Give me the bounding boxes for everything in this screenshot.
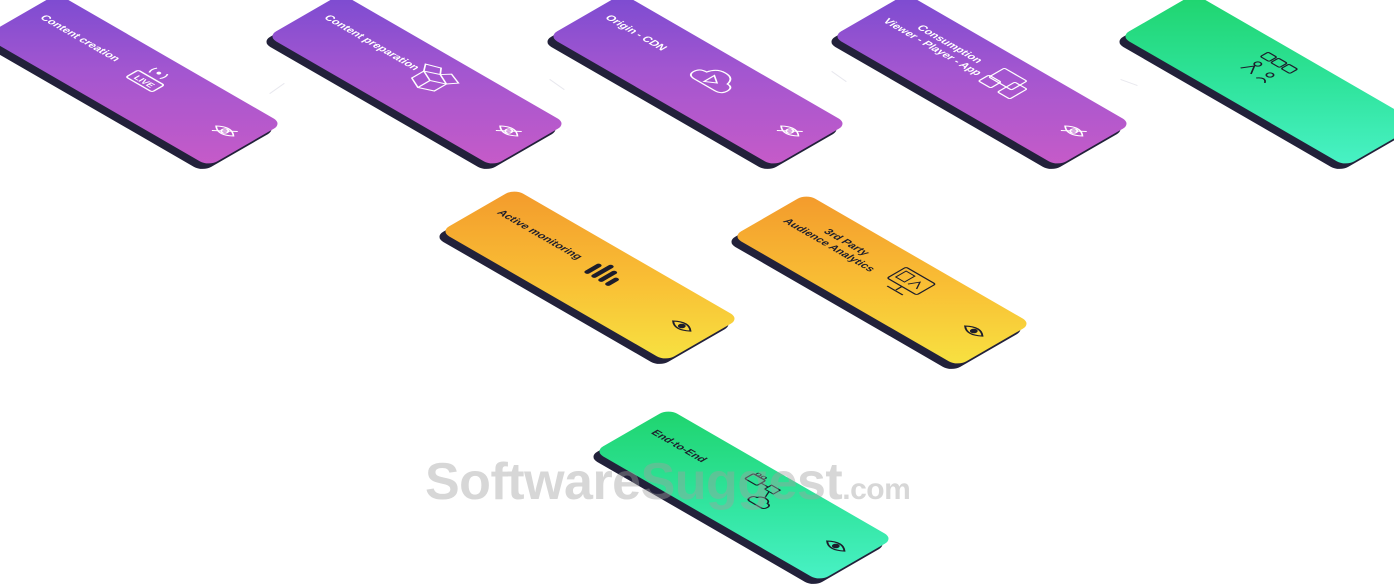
svg-text:LIVE: LIVE [131,74,157,89]
camera-cloud-icon [744,472,782,509]
connector [831,70,847,83]
live-broadcast-icon: LIVE [126,67,169,92]
connector [1120,78,1138,87]
eye-slash-icon [495,125,522,137]
card-label-line1: Consumption [913,23,986,65]
bars-icon [584,263,619,286]
eye-slash-icon [211,125,238,137]
card-consumption[interactable]: Consumption Viewer - Player - App [826,0,1132,172]
connector [269,82,285,95]
eye-icon [672,320,692,332]
card-face: Content preparation [267,0,567,167]
card-origin-cdn[interactable]: Origin - CDN [542,0,848,172]
cloud-play-icon [689,69,732,94]
card-end-to-end[interactable]: End-to-End [588,408,894,587]
eye-slash-icon [776,125,803,137]
watermark-suffix: .com [842,473,911,506]
analytics-monitor-icon [886,267,936,296]
card-content-creation[interactable]: Content creation LIVE [0,0,283,172]
connector [549,78,565,91]
card-face: End-to-End [594,408,894,582]
card-label: 3rd Party Audience Analytics [779,211,889,274]
devices-icon [978,68,1028,100]
card-active-monitoring[interactable]: Active monitoring [434,188,740,367]
card-label: Content creation [36,13,123,64]
eye-icon [826,540,846,552]
card-face: Active monitoring [440,188,740,362]
eye-icon [964,325,984,337]
people-video-icon [1240,52,1298,84]
card-label-line2: Viewer - Player - App [879,17,985,78]
card-label: Consumption Viewer - Player - App [879,11,996,78]
card-face: Consumption Viewer - Player - App [832,0,1132,167]
card-face: Content creation LIVE [0,0,283,167]
card-label: Active monitoring [493,208,586,262]
card-content-preparation[interactable]: Content preparation [261,0,567,172]
card-label: End-to-End [647,428,710,465]
card-label: Origin - CDN [601,13,670,53]
eye-slash-icon [1060,125,1087,137]
card-face: Origin - CDN [548,0,848,167]
card-face [1120,0,1394,167]
card-face: 3rd Party Audience Analytics [732,193,1032,367]
card-3rd-party-analytics[interactable]: 3rd Party Audience Analytics [726,193,1032,372]
box-package-icon [410,63,460,92]
card-label: Content preparation [320,13,423,73]
card-audience[interactable] [1114,0,1394,172]
